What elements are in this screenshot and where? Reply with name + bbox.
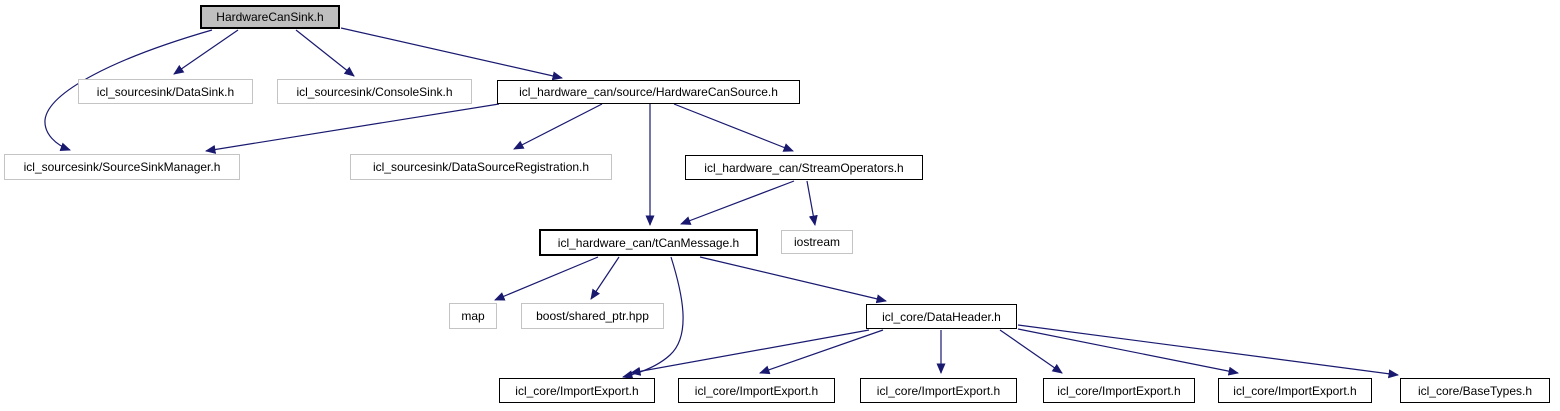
node-tcanmessage[interactable]: icl_hardware_can/tCanMessage.h xyxy=(539,229,758,256)
edge-dataheader-importexport1 xyxy=(630,329,870,376)
node-streamoperators[interactable]: icl_hardware_can/StreamOperators.h xyxy=(685,155,923,180)
node-sourcesinkmanager: icl_sourcesink/SourceSinkManager.h xyxy=(4,154,240,180)
node-hardwarecansource[interactable]: icl_hardware_can/source/HardwareCanSourc… xyxy=(497,80,800,104)
node-importexport-5[interactable]: icl_core/ImportExport.h xyxy=(1218,378,1372,403)
edge-sink-datasink xyxy=(173,29,239,75)
edge-streamoperators-iostream xyxy=(806,180,818,226)
node-map: map xyxy=(449,303,497,329)
edge-source-streamoperators xyxy=(673,103,794,152)
edge-tcanmessage-dataheader xyxy=(699,256,887,304)
node-iostream: iostream xyxy=(781,230,853,254)
edge-dataheader-basetypes xyxy=(1017,324,1399,379)
node-hardwarecansink: HardwareCanSink.h xyxy=(200,5,340,29)
edge-dataheader-importexport5 xyxy=(1017,328,1239,376)
node-basetypes[interactable]: icl_core/BaseTypes.h xyxy=(1400,378,1550,403)
node-importexport-2[interactable]: icl_core/ImportExport.h xyxy=(678,378,835,403)
node-importexport-4[interactable]: icl_core/ImportExport.h xyxy=(1043,378,1195,403)
edge-sink-consolesink xyxy=(295,29,355,77)
edge-tcanmessage-sharedptr xyxy=(590,256,620,300)
node-dataheader[interactable]: icl_core/DataHeader.h xyxy=(866,304,1017,329)
edge-source-sourcesinkmanager xyxy=(205,103,500,154)
node-importexport-3[interactable]: icl_core/ImportExport.h xyxy=(860,378,1017,403)
edge-sink-source xyxy=(340,27,563,81)
edge-dataheader-importexport4 xyxy=(999,329,1063,374)
edge-source-datasourceregistration xyxy=(513,103,603,150)
edge-sink-sourcesinkmanager xyxy=(44,29,213,152)
edge-dataheader-importexport2 xyxy=(759,329,884,375)
node-datasink: icl_sourcesink/DataSink.h xyxy=(78,79,253,104)
edge-streamoperators-tcanmessage xyxy=(680,180,795,225)
edge-tcanmessage-map xyxy=(494,256,599,301)
node-boost-shared-ptr: boost/shared_ptr.hpp xyxy=(521,303,664,329)
node-consolesink: icl_sourcesink/ConsoleSink.h xyxy=(277,79,472,104)
node-datasourceregistration: icl_sourcesink/DataSourceRegistration.h xyxy=(350,154,612,180)
node-importexport-1[interactable]: icl_core/ImportExport.h xyxy=(499,378,655,403)
